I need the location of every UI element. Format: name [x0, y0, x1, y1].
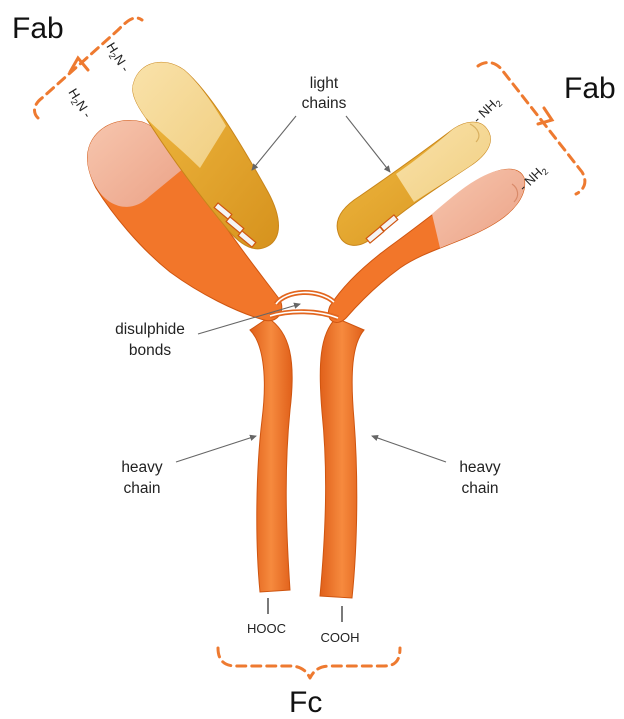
light-chains-annotation: light chains [252, 75, 390, 172]
light-chains-arrow-right [346, 116, 390, 172]
fab-right-bracket-tip [538, 108, 552, 124]
heavy-chain-left-annotation: heavy chain [121, 436, 256, 497]
h2n-terminus-heavy-left: H2N - [64, 86, 95, 122]
light-chains-label-line2: chains [302, 95, 347, 112]
light-chains-arrow-left [252, 116, 296, 170]
disulphide-label-line2: bonds [129, 342, 171, 359]
fc-label: Fc [289, 686, 322, 719]
fc-bracket [218, 648, 400, 678]
heavy-chain-right-stem [320, 318, 364, 598]
cooh-terminus: COOH [321, 630, 360, 645]
heavy-left-label-line2: chain [123, 480, 160, 497]
disulphide-label-line1: disulphide [115, 321, 185, 338]
light-chains-label-line1: light [310, 75, 339, 92]
hooc-terminus: HOOC [247, 621, 286, 636]
heavy-chain-right-annotation: heavy chain [372, 436, 501, 497]
fab-right-label: Fab [564, 72, 616, 105]
h2n-terminus-light-left: H2N - [102, 40, 133, 76]
heavy-left-arrow [176, 436, 256, 462]
fab-left-label: Fab [12, 12, 64, 45]
heavy-right-label-line1: heavy [459, 459, 501, 476]
heavy-right-arrow [372, 436, 446, 462]
heavy-right-label-line2: chain [461, 480, 498, 497]
heavy-chain-left-stem [250, 318, 292, 592]
heavy-left-label-line1: heavy [121, 459, 163, 476]
